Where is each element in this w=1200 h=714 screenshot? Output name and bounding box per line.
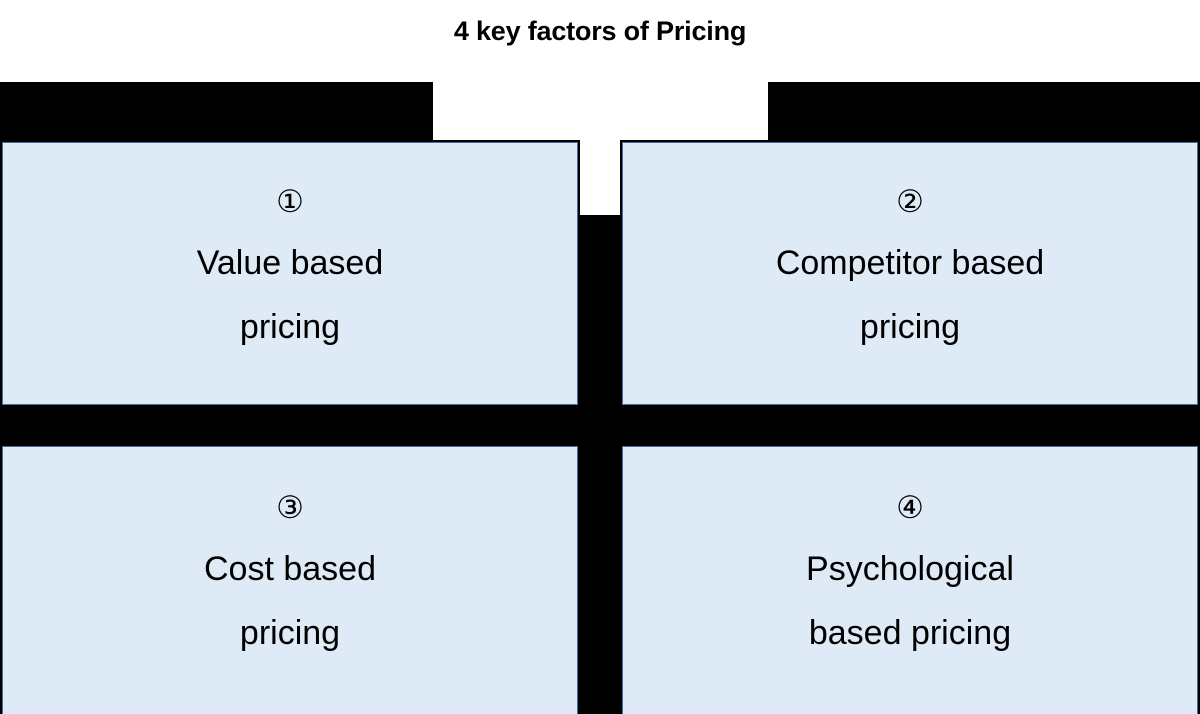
quadrant-number-3: ③ — [276, 490, 304, 525]
quadrant-box-cost-based-pricing[interactable]: ③ Cost based pricing — [2, 446, 578, 714]
quadrant-label-3: Cost based pricing — [204, 550, 376, 652]
quadrant-number-1: ① — [276, 184, 304, 219]
quadrant-label-2: Competitor based pricing — [775, 244, 1045, 346]
diagram-title: 4 key factors of Pricing — [453, 16, 747, 46]
connector-notch-horizontal — [433, 82, 768, 140]
quadrant-box-psychological-based-pricing[interactable]: ④ Psychological based pricing — [622, 446, 1198, 714]
quadrant-label-4: Psychological based pricing — [806, 550, 1014, 652]
connector-notch-stem — [580, 140, 620, 215]
quadrant-box-value-based-pricing[interactable]: ① Value based pricing — [2, 142, 578, 405]
quadrant-number-4: ④ — [896, 490, 924, 525]
quadrant-label-1: Value based pricing — [196, 244, 384, 346]
quadrant-number-2: ② — [896, 184, 924, 219]
quadrant-box-competitor-based-pricing[interactable]: ② Competitor based pricing — [622, 142, 1198, 405]
